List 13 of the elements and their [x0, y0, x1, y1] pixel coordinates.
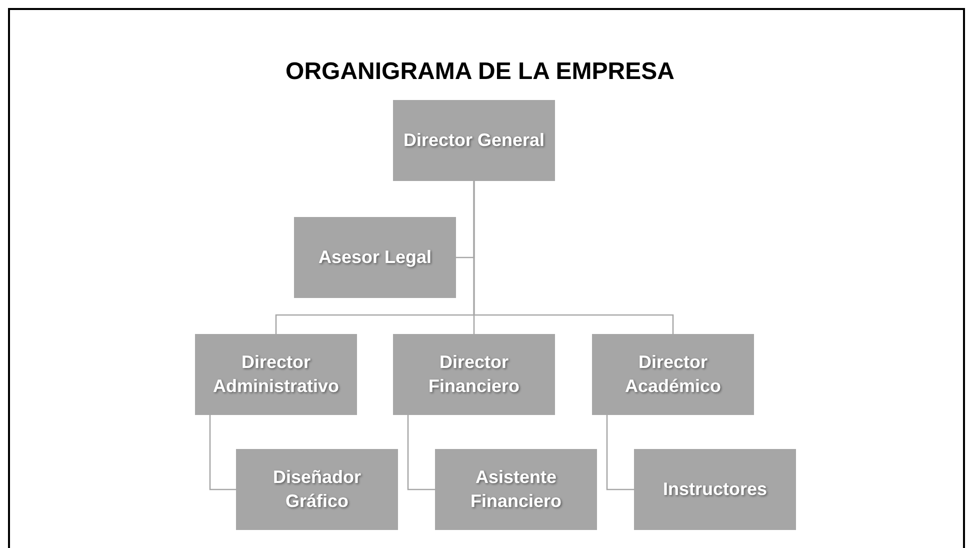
role-box: Director Académico — [592, 334, 754, 415]
connector-line — [473, 181, 674, 334]
role-box: Director Financiero — [393, 334, 555, 415]
role-box: Director Administrativo — [195, 334, 357, 415]
role-box: Asistente Financiero — [435, 449, 597, 530]
role-box: Instructores — [634, 449, 796, 530]
connector-line — [606, 415, 634, 490]
role-box: Director General — [393, 100, 555, 181]
role-box: Asesor Legal — [294, 217, 456, 298]
role-box: Diseñador Gráfico — [236, 449, 398, 530]
connector-line — [209, 415, 236, 490]
connector-line — [407, 415, 435, 490]
chart-title: ORGANIGRAMA DE LA EMPRESA — [284, 60, 676, 84]
